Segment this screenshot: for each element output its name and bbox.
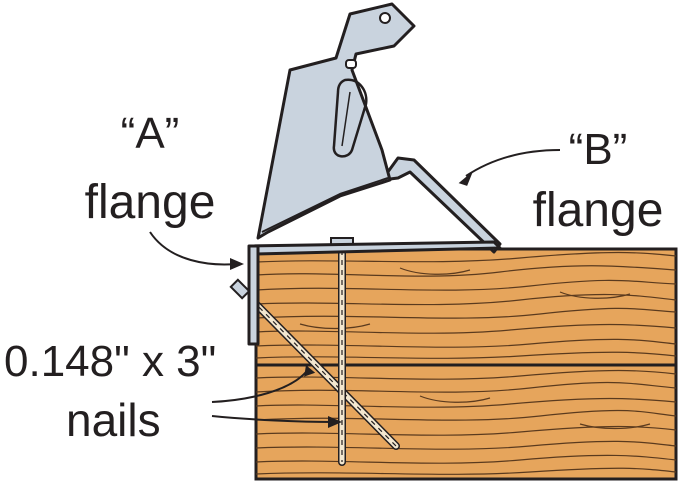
- arrow-nail-vertical: [211, 415, 335, 423]
- a-flange-word: flange: [85, 176, 216, 229]
- top-board-grain: [256, 251, 676, 359]
- bottom-board-grain: [256, 369, 676, 475]
- arrow-b-flange: [465, 149, 561, 177]
- nail-word-label: nails: [66, 394, 161, 446]
- a-flange-quote: “A”: [121, 109, 180, 158]
- nail-size-label: 0.148" x 3": [4, 337, 216, 386]
- framing-connector-icon: [247, 2, 502, 346]
- arrow-a-flange: [149, 231, 237, 266]
- bottom-board: [254, 363, 678, 481]
- arrow-nail-slanted: [211, 371, 307, 403]
- top-board: [254, 247, 678, 367]
- b-flange-word: flange: [533, 184, 664, 237]
- leader-arrows: [149, 149, 561, 423]
- b-flange-quote: “B”: [569, 125, 628, 174]
- arrowheads: [230, 170, 474, 428]
